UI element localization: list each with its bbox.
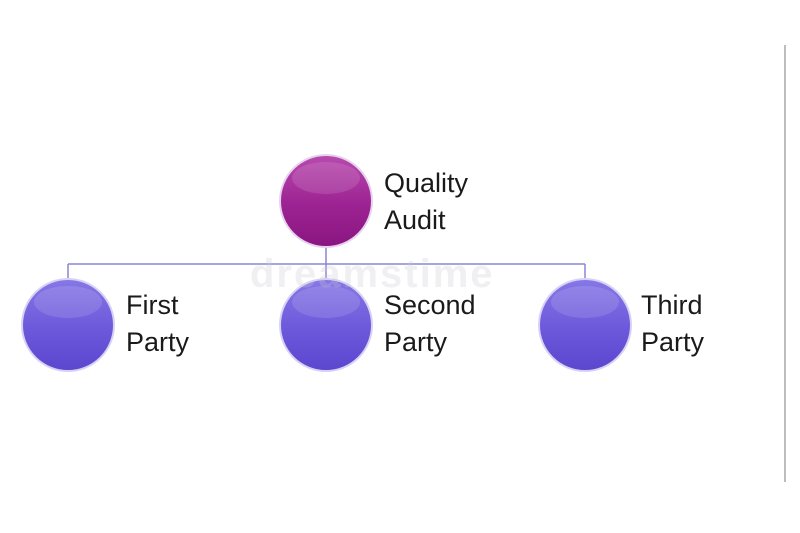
label-second-party-line2: Party <box>384 327 448 357</box>
label-third-party-line2: Party <box>641 327 705 357</box>
node-third-party <box>538 278 632 372</box>
node-third-party-gloss <box>551 286 619 318</box>
label-quality-audit-line2: Audit <box>384 205 446 235</box>
node-first-party <box>21 278 115 372</box>
label-third-party-line1: Third <box>641 290 703 320</box>
label-second-party-line1: Second <box>384 290 476 320</box>
label-first-party-line1: First <box>126 290 179 320</box>
node-second-party <box>279 278 373 372</box>
right-divider <box>784 45 786 482</box>
label-second-party: Second Party <box>384 287 476 361</box>
label-third-party: Third Party <box>641 287 704 361</box>
label-quality-audit-line1: Quality <box>384 168 469 198</box>
node-quality-audit <box>279 154 373 248</box>
node-second-party-gloss <box>292 286 360 318</box>
node-quality-audit-gloss <box>292 162 360 194</box>
connectors <box>67 247 586 278</box>
node-first-party-gloss <box>34 286 102 318</box>
label-first-party-line2: Party <box>126 327 190 357</box>
label-quality-audit: Quality Audit <box>384 165 468 239</box>
label-first-party: First Party <box>126 287 189 361</box>
